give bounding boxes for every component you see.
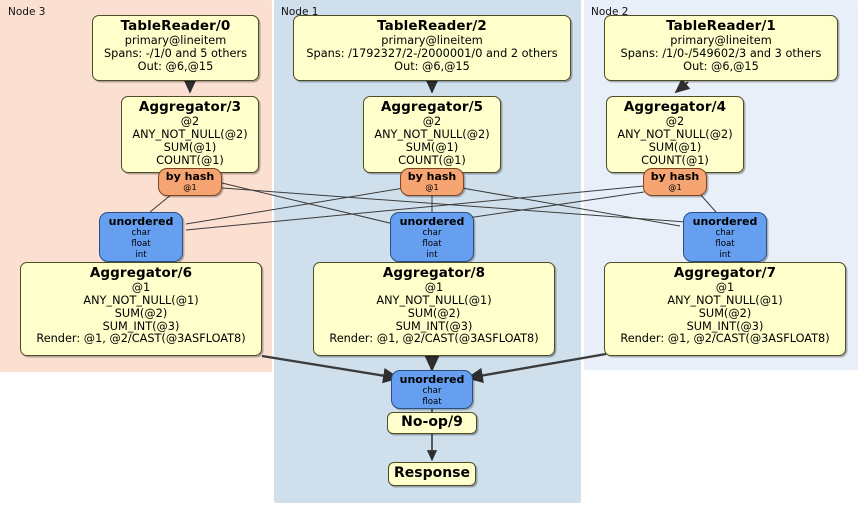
processor-aggregator-6[interactable]: Aggregator/6 @1 ANY_NOT_NULL(@1) SUM(@2)… [20,262,262,356]
processor-title: Aggregator/3 [138,99,242,115]
processor-detail-line: SUM_INT(@3) [395,319,473,333]
synchronizer-type-line: char [422,386,442,397]
processor-detail-line: Spans: /1/0-/549602/3 and 3 others [620,47,822,60]
processor-title: TableReader/2 [377,18,487,34]
processor-title: Response [393,465,471,482]
edge-hash-left-to-right [221,187,687,223]
processor-detail-line: Out: @6,@15 [137,59,214,73]
router-detail-line: @1 [425,182,439,193]
synchronizer-type-line: char [715,228,735,239]
processor-detail-line: @1 [131,281,151,295]
processor-title: Aggregator/8 [382,265,486,281]
router-by-hash-left[interactable]: by hash @1 [158,168,222,196]
edge-hash-right-to-right [699,193,717,213]
processor-title: TableReader/0 [120,18,231,34]
edge-agg6-to-final [261,354,400,384]
processor-detail-line: @2 [422,115,442,129]
router-detail-line: @1 [668,182,682,193]
router-title: by hash [650,170,700,183]
node-panel-label-node-3: Node 3 [8,6,46,18]
processor-tablereader-0[interactable]: TableReader/0 primary@lineitem Spans: -/… [92,15,259,81]
processor-no-op-9[interactable]: No-op/9 [387,412,477,434]
processor-detail-line: SUM_INT(@3) [686,319,764,333]
synchronizer-type-line: float [422,239,442,250]
edge-hash-center-to-left [185,187,405,225]
processor-tablereader-2[interactable]: TableReader/2 primary@lineitem Spans: /1… [293,15,571,81]
processor-title: Aggregator/6 [89,265,193,281]
processor-detail-line: @1 [424,281,444,295]
processor-aggregator-3[interactable]: Aggregator/3 @2 ANY_NOT_NULL(@2) SUM(@1)… [121,96,259,173]
processor-aggregator-5[interactable]: Aggregator/5 @2 ANY_NOT_NULL(@2) SUM(@1)… [363,96,501,173]
router-by-hash-right[interactable]: by hash @1 [643,168,707,196]
processor-detail-line: COUNT(@1) [641,153,709,167]
synchronizer-type-line: char [422,228,442,239]
processor-aggregator-8[interactable]: Aggregator/8 @1 ANY_NOT_NULL(@1) SUM(@2)… [313,262,555,356]
router-title: by hash [165,170,215,183]
processor-detail-line: ANY_NOT_NULL(@2) [132,128,248,141]
processor-aggregator-7[interactable]: Aggregator/7 @1 ANY_NOT_NULL(@1) SUM(@2)… [604,262,846,356]
synchronizer-title: unordered [399,215,465,228]
synchronizer-unordered-final[interactable]: unordered char float [391,370,473,409]
synchronizer-type-line: float [422,397,442,408]
processor-title: Aggregator/7 [673,265,777,281]
synchronizer-type-line: float [131,239,151,250]
processor-detail-line: ANY_NOT_NULL(@1) [667,294,783,307]
synchronizer-unordered-right[interactable]: unordered char float int [683,212,767,262]
processor-detail-line: primary@lineitem [124,34,227,48]
edge-hash-right-to-left [185,185,645,231]
synchronizer-title: unordered [108,215,174,228]
processor-detail-line: SUM(@1) [405,140,459,154]
processor-detail-line: COUNT(@1) [156,153,224,167]
processor-title: Aggregator/4 [623,99,727,115]
processor-detail-line: SUM(@2) [114,306,168,320]
processor-detail-line: Out: @6,@15 [394,59,470,73]
processor-detail-line: SUM(@1) [648,140,702,154]
processor-detail-line: @2 [180,115,200,129]
processor-detail-line: @2 [665,115,685,129]
router-title: by hash [407,170,457,183]
processor-detail-line: ANY_NOT_NULL(@2) [617,128,733,141]
edge-tr1-agg4 [674,78,691,94]
processor-response[interactable]: Response [388,462,476,486]
synchronizer-unordered-left[interactable]: unordered char float int [99,212,183,262]
processor-detail-line: primary@lineitem [381,34,483,48]
processor-detail-line: Out: @6,@15 [683,59,759,73]
synchronizer-unordered-center[interactable]: unordered char float int [390,212,474,262]
processor-detail-line: ANY_NOT_NULL(@2) [374,128,490,141]
processor-detail-line: Spans: -/1/0 and 5 others [104,47,247,60]
processor-aggregator-4[interactable]: Aggregator/4 @2 ANY_NOT_NULL(@2) SUM(@1)… [606,96,744,173]
synchronizer-title: unordered [692,215,758,228]
processor-title: TableReader/1 [666,18,776,34]
synchronizer-type-line: int [426,249,438,260]
processor-detail-line: ANY_NOT_NULL(@1) [376,294,492,307]
processor-detail-line: primary@lineitem [670,34,772,48]
processor-detail-line: Spans: /1792327/2-/2000001/0 and 2 other… [306,47,558,60]
synchronizer-type-line: float [715,239,735,250]
processor-render-line: Render: @1, @2/CAST(@3ASFLOAT8) [620,332,830,346]
edge-hash-left-to-left [149,193,173,213]
processor-detail-line: SUM_INT(@3) [102,319,180,333]
processor-detail-line: SUM(@2) [407,306,461,320]
synchronizer-type-line: int [135,249,147,260]
processor-title: No-op/9 [401,414,463,431]
processor-tablereader-1[interactable]: TableReader/1 primary@lineitem Spans: /1… [604,15,838,81]
router-by-hash-center[interactable]: by hash @1 [400,168,464,196]
processor-render-line: Render: @1, @2/CAST(@3ASFLOAT8) [329,332,539,346]
processor-title: Aggregator/5 [380,99,484,115]
edge-hash-center-to-right [461,187,681,227]
synchronizer-title: unordered [399,373,465,386]
edge-agg7-to-final [466,352,607,384]
synchronizer-type-line: char [131,228,151,239]
processor-detail-line: COUNT(@1) [398,153,466,167]
processor-render-line: Render: @1, @2/CAST(@3ASFLOAT8) [36,332,246,346]
processor-detail-line: @1 [715,281,735,295]
processor-detail-line: SUM(@2) [698,306,752,320]
processor-detail-line: ANY_NOT_NULL(@1) [83,294,199,307]
processor-detail-line: SUM(@1) [163,140,217,154]
synchronizer-type-line: int [719,249,731,260]
router-detail-line: @1 [183,182,197,193]
